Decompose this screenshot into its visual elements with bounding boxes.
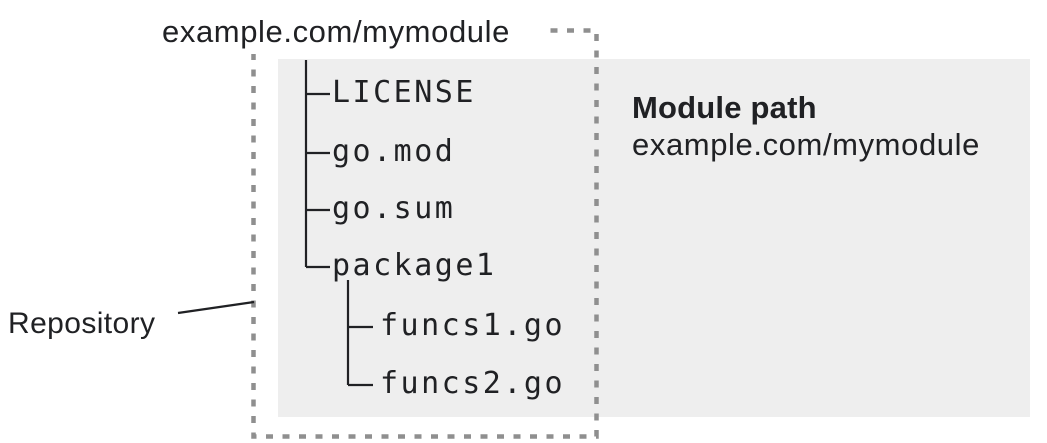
tree-item-funcs2-go: funcs2.go (380, 366, 566, 401)
repository-title: example.com/mymodule (152, 10, 548, 54)
tree-item-package1: package1 (332, 248, 497, 283)
module-path-annotation: Module path example.com/mymodule (632, 90, 980, 164)
tree-item-go-sum: go.sum (332, 191, 456, 226)
module-path-heading: Module path (632, 90, 817, 125)
tree-item-go-mod: go.mod (332, 134, 456, 169)
tree-item-license: LICENSE (332, 75, 476, 110)
repository-label: Repository (8, 307, 156, 340)
module-path-value: example.com/mymodule (632, 127, 980, 162)
repository-pointer-line (177, 300, 255, 315)
tree-item-funcs1-go: funcs1.go (380, 308, 566, 343)
